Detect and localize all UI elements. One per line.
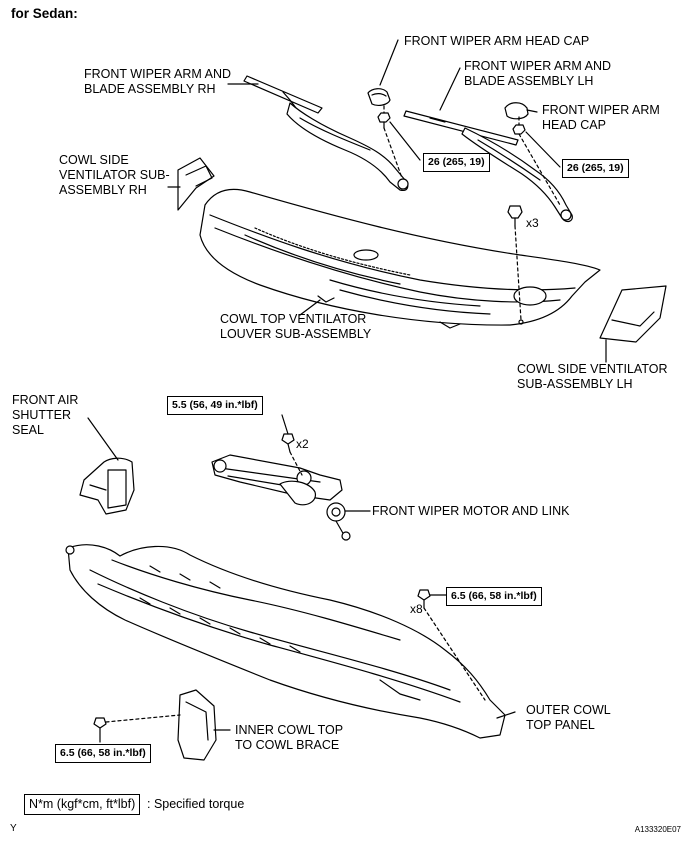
qty-motor-bolts: x2 (296, 437, 309, 451)
label-inner-cowl-brace: INNER COWL TOP TO COWL BRACE (235, 723, 343, 752)
nut-lh-drawing (512, 124, 526, 135)
label-air-shutter-seal: FRONT AIR SHUTTER SEAL (12, 393, 79, 437)
louver-callout-line (299, 299, 321, 316)
nut-rh-drawing (377, 112, 391, 129)
cowl-side-ventilator-lh-drawing (599, 285, 667, 363)
louver-clip-drawing (507, 205, 524, 325)
torque-inner-cowl: 6.5 (66, 58 in.*lbf) (55, 744, 151, 763)
torque-legend-box: N*m (kgf*cm, ft*lbf) (24, 794, 141, 815)
label-wiper-arm-lh: FRONT WIPER ARM AND BLADE ASSEMBLY LH (464, 59, 612, 88)
torque-legend-text: : Specified torque (147, 797, 245, 811)
wiper-arm-lh-drawing (403, 110, 573, 223)
arm-leader-lines (383, 105, 561, 206)
air-shutter-seal-drawing (79, 417, 135, 515)
inner-cowl-bolt-drawing (93, 714, 181, 743)
qty-outer-cowl-bolts: x8 (410, 602, 423, 616)
torque-arm-rh: 26 (265, 19) (423, 153, 490, 172)
figure-code: A133320E07 (634, 825, 681, 834)
label-cowl-side-lh: COWL SIDE VENTILATOR SUB-ASSEMBLY LH (517, 362, 668, 391)
wiper-motor-link-drawing (211, 454, 371, 541)
head-cap-1-drawing (367, 88, 391, 106)
label-head-cap-1: FRONT WIPER ARM HEAD CAP (404, 34, 590, 48)
cowl-louver-drawing (199, 188, 601, 329)
label-cowl-side-rh: COWL SIDE VENTILATOR SUB-ASSEMBLY RH (59, 153, 170, 197)
cowl-side-ventilator-rh-drawing (167, 157, 215, 211)
outer-cowl-bolt-drawing (417, 589, 516, 719)
head-cap-2-drawing (504, 102, 529, 120)
torque-motor: 5.5 (56, 49 in.*lbf) (167, 396, 263, 415)
diagram-title: for Sedan: (11, 6, 78, 21)
footer-left-mark: Y (10, 823, 17, 834)
label-outer-cowl-panel: OUTER COWL TOP PANEL (526, 703, 611, 732)
qty-louver-clips: x3 (526, 216, 539, 230)
label-head-cap-2: FRONT WIPER ARM HEAD CAP (542, 103, 660, 132)
label-louver: COWL TOP VENTILATOR LOUVER SUB-ASSEMBLY (220, 312, 372, 341)
label-wiper-motor-link: FRONT WIPER MOTOR AND LINK (372, 504, 570, 518)
arm-callout-lines (227, 39, 561, 168)
outer-cowl-panel-drawing (65, 544, 506, 739)
motor-bolt-drawing (281, 414, 303, 476)
wiper-arm-rh-drawing (243, 75, 409, 191)
label-wiper-arm-rh: FRONT WIPER ARM AND BLADE ASSEMBLY RH (84, 67, 232, 96)
inner-cowl-brace-drawing (177, 689, 231, 761)
torque-arm-lh: 26 (265, 19) (562, 159, 629, 178)
torque-outer-cowl: 6.5 (66, 58 in.*lbf) (446, 587, 542, 606)
